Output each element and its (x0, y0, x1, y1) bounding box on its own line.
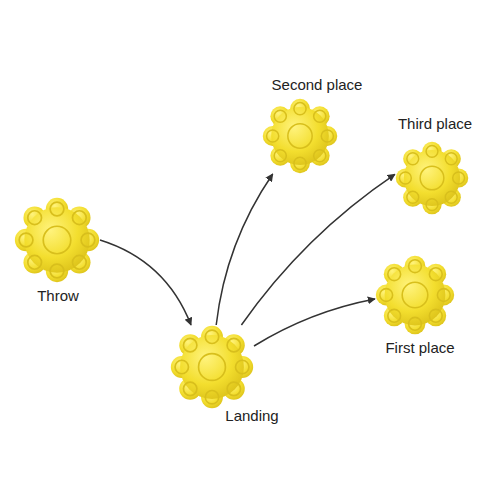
ball-label: First place (385, 339, 454, 357)
reaction-ball (262, 98, 338, 174)
arrow-connector (100, 240, 191, 325)
arrow-connector (241, 174, 394, 325)
ball-label: Second place (272, 76, 363, 94)
ball-label: Landing (225, 407, 278, 425)
arrow-connector (216, 174, 273, 325)
ball-node: Throw (14, 197, 100, 305)
reaction-ball (395, 141, 469, 215)
arrow-connector (254, 299, 375, 346)
ball-node: Third place (395, 115, 469, 215)
ball-label: Throw (37, 287, 79, 305)
ball-label: Third place (398, 115, 472, 133)
reaction-ball (14, 197, 100, 283)
reaction-ball (170, 325, 254, 409)
ball-node: Second place (255, 76, 346, 174)
reaction-ball (375, 255, 455, 335)
ball-node: First place (375, 255, 455, 357)
ball-node: Landing (170, 325, 254, 425)
